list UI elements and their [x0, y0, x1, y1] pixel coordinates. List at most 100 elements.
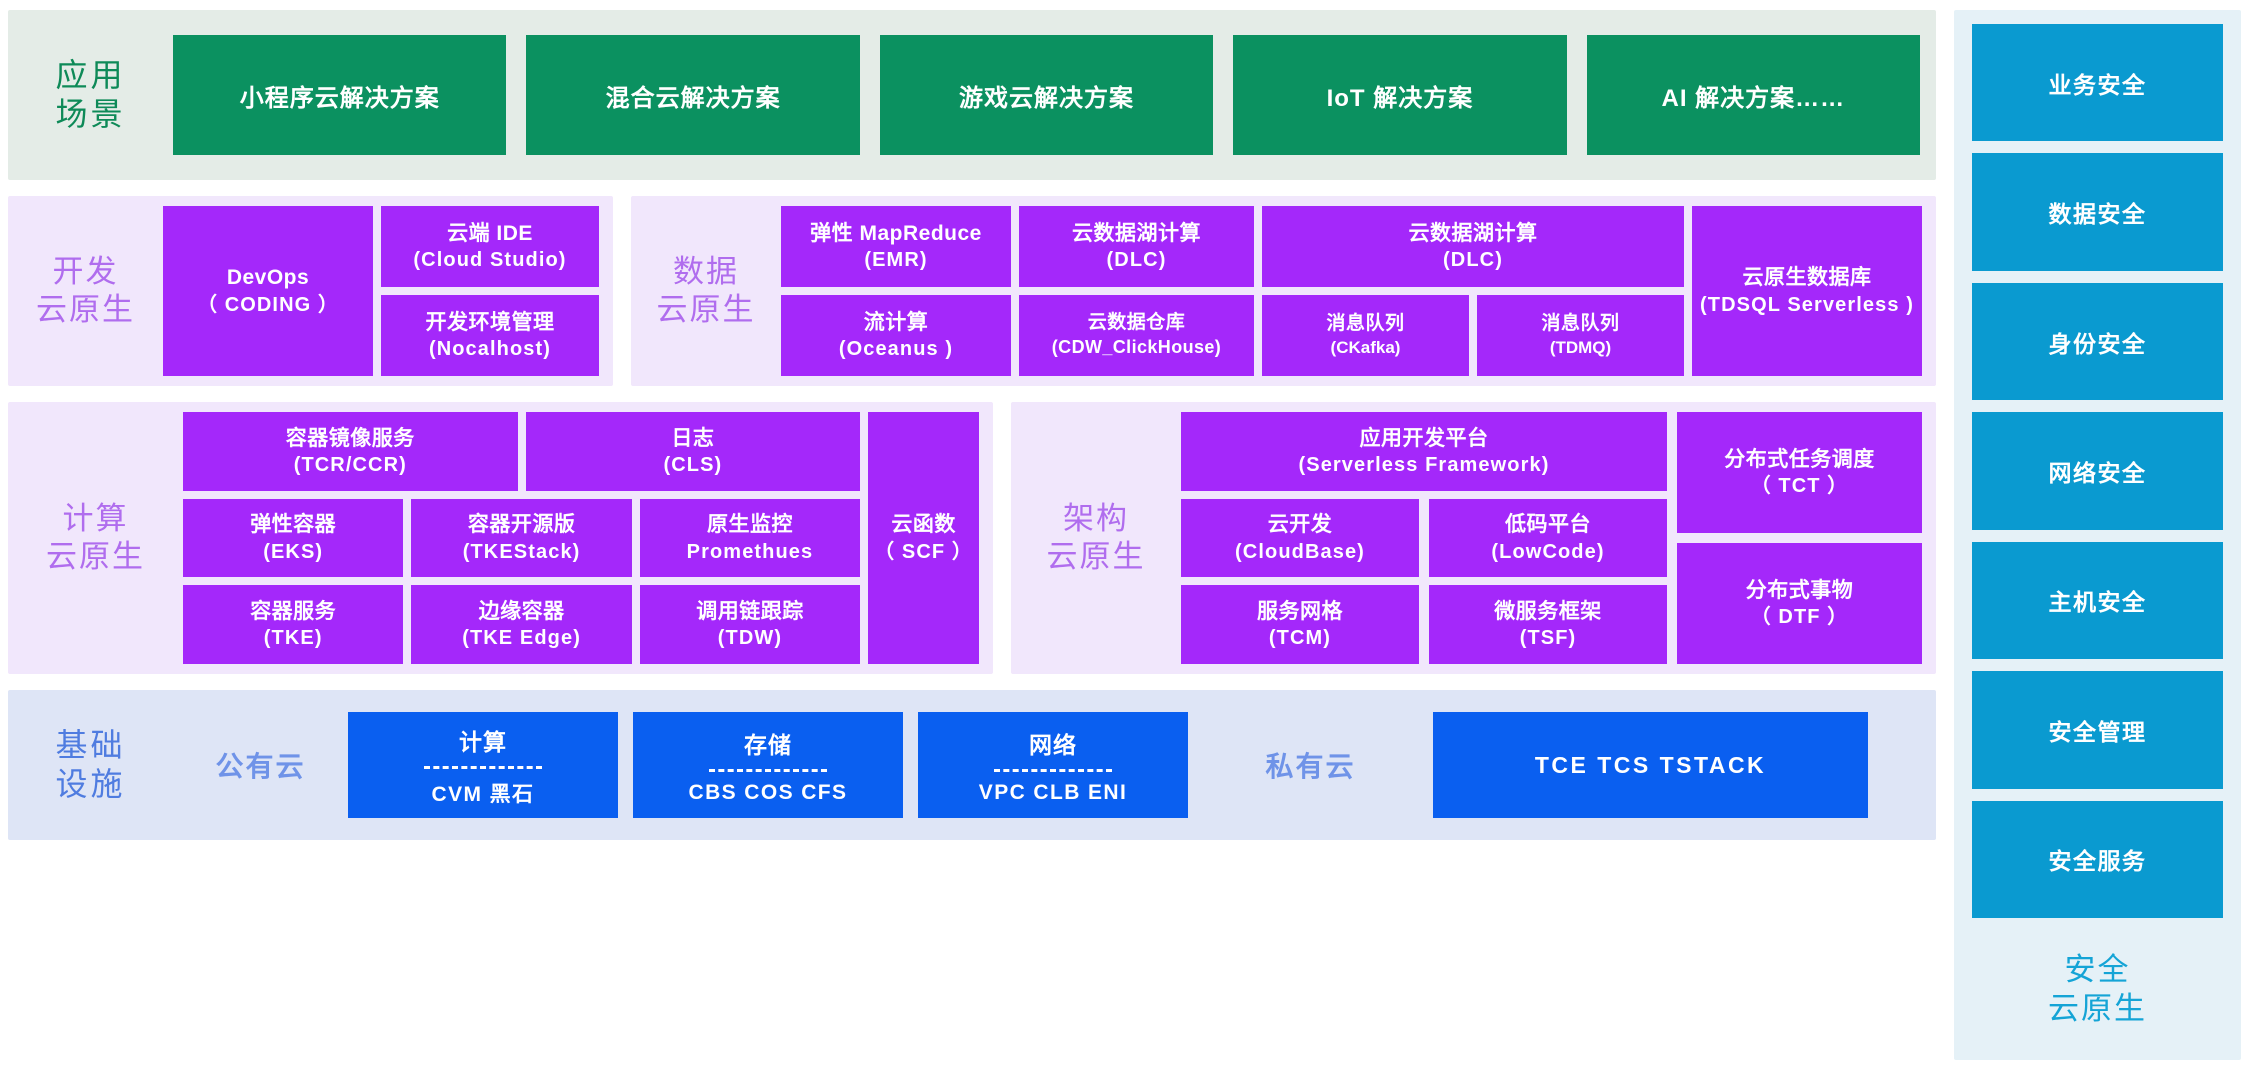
cell-dtf-title: 分布式事物 — [1745, 578, 1854, 602]
app-box-hybrid-cloud[interactable]: 混合云解决方案 — [526, 35, 860, 155]
cell-tdsql-title: 云原生数据库 — [1742, 266, 1872, 290]
cell-nocalhost[interactable]: 开发环境管理 (Nocalhost) — [381, 295, 599, 376]
cell-prometheus-subtitle: Promethues — [686, 540, 814, 563]
cell-devops-title: DevOps — [226, 266, 310, 290]
compute-matrix: 容器镜像服务 (TCR/CCR) 日志 (CLS) 弹性容器 (EK — [183, 412, 861, 665]
row-infrastructure: 基础 设施 公有云 计算 CVM 黑石 存储 CBS COS CFS 网络 — [8, 690, 1936, 840]
cell-tke-title: 容器服务 — [250, 600, 337, 624]
cell-dtf[interactable]: 分布式事物 （ DTF ） — [1677, 543, 1922, 664]
private-cloud-tag: 私有云 — [1265, 751, 1356, 782]
data-cell-grid: 弹性 MapReduce (EMR) 云数据湖计算 (DLC) 云数据湖计算 (… — [781, 206, 1922, 376]
cell-emr[interactable]: 弹性 MapReduce (EMR) — [781, 206, 1011, 287]
app-box-iot[interactable]: IoT 解决方案 — [1233, 35, 1567, 155]
security-item-service[interactable]: 安全服务 — [1972, 800, 2223, 918]
cell-tsf[interactable]: 微服务框架 (TSF) — [1429, 585, 1667, 665]
cell-tsf-subtitle: (TSF) — [1519, 627, 1577, 650]
cell-tcm[interactable]: 服务网格 (TCM) — [1181, 585, 1419, 665]
cell-tct[interactable]: 分布式任务调度 （ TCT ） — [1677, 412, 1922, 533]
row-label-application: 应用 场景 — [8, 18, 173, 172]
cell-dlc-2-subtitle: (DLC) — [1443, 249, 1503, 272]
app-box-game-cloud[interactable]: 游戏云解决方案 — [879, 35, 1214, 155]
dev-label-line2: 云原生 — [36, 292, 135, 327]
cell-lowcode[interactable]: 低码平台 (LowCode) — [1429, 498, 1667, 578]
data-label-line2: 云原生 — [656, 292, 756, 327]
row-application-scenarios: 应用 场景 小程序云解决方案 混合云解决方案 游戏云解决方案 IoT 解决方案 … — [8, 10, 1936, 180]
panel-arch-cloud-native: 架构 云原生 应用开发平台 (Serverless Framework) — [1011, 402, 1936, 674]
cell-tcr-ccr[interactable]: 容器镜像服务 (TCR/CCR) — [183, 412, 518, 491]
security-item-host[interactable]: 主机安全 — [1972, 541, 2223, 660]
security-item-data[interactable]: 数据安全 — [1972, 153, 2223, 271]
cell-cdw-subtitle: (CDW_ClickHouse) — [1051, 337, 1222, 358]
cell-cls-subtitle: (CLS) — [663, 453, 723, 476]
arch-matrix-row-2: 云开发 (CloudBase) 低码平台 (LowCode) — [1181, 498, 1667, 578]
infra-storage-divider — [709, 768, 827, 772]
cell-devops-subtitle: （ CODING ） — [196, 293, 340, 316]
cell-cloud-studio[interactable]: 云端 IDE (Cloud Studio) — [381, 206, 599, 287]
infra-box-compute[interactable]: 计算 CVM 黑石 — [348, 712, 618, 818]
infra-box-network[interactable]: 网络 VPC CLB ENI — [918, 712, 1188, 818]
cell-tct-subtitle: （ TCT ） — [1750, 475, 1849, 498]
cell-cdw-clickhouse[interactable]: 云数据仓库 (CDW_ClickHouse) — [1019, 295, 1254, 376]
cell-tcm-subtitle: (TCM) — [1268, 627, 1332, 650]
compute-label-line2: 云原生 — [46, 539, 145, 574]
security-item-network[interactable]: 网络安全 — [1972, 412, 2223, 530]
cell-tdmq[interactable]: 消息队列 (TDMQ) — [1477, 295, 1684, 376]
security-item-business[interactable]: 业务安全 — [1972, 24, 2223, 142]
cell-prometheus[interactable]: 原生监控 Promethues — [639, 498, 861, 578]
infra-box-storage[interactable]: 存储 CBS COS CFS — [633, 712, 903, 818]
cell-tdsql-subtitle: (TDSQL Serverless ) — [1700, 293, 1914, 316]
data-matrix: 弹性 MapReduce (EMR) 云数据湖计算 (DLC) 云数据湖计算 (… — [781, 206, 1684, 376]
cell-ckafka[interactable]: 消息队列 (CKafka) — [1262, 295, 1469, 376]
infra-storage-items: CBS COS CFS — [688, 780, 848, 804]
cell-dtf-subtitle: （ DTF ） — [1750, 606, 1849, 629]
cell-cls[interactable]: 日志 (CLS) — [525, 412, 861, 491]
cell-oceanus[interactable]: 流计算 (Oceanus ) — [781, 295, 1011, 376]
security-column-footer: 安全 云原生 — [1972, 930, 2223, 1050]
cell-emr-subtitle: (EMR) — [864, 249, 928, 272]
cell-tcr-subtitle: (TCR/CCR) — [293, 453, 407, 476]
cell-dlc-2-title: 云数据湖计算 — [1408, 221, 1538, 245]
panel-label-data: 数据 云原生 — [631, 206, 781, 376]
cell-tke-edge[interactable]: 边缘容器 (TKE Edge) — [411, 585, 632, 665]
infrastructure-body: 公有云 计算 CVM 黑石 存储 CBS COS CFS 网络 VPC CLB … — [173, 698, 1922, 832]
cell-eks-subtitle: (EKS) — [263, 540, 324, 563]
cell-tkestack[interactable]: 容器开源版 (TKEStack) — [411, 498, 632, 578]
row-dev-and-data: 开发 云原生 DevOps （ CODING ） 云端 IDE (Cloud S… — [8, 196, 1936, 386]
cell-cdw-title: 云数据仓库 — [1087, 312, 1186, 334]
security-item-identity[interactable]: 身份安全 — [1972, 282, 2223, 401]
arch-side-stack: 分布式任务调度 （ TCT ） 分布式事物 （ DTF ） — [1677, 412, 1922, 664]
dev-label-line1: 开发 — [52, 254, 119, 290]
infra-network-title: 网络 — [1029, 731, 1077, 758]
infra-label-line2: 设施 — [55, 766, 126, 802]
infra-box-private-stack[interactable]: TCE TCS TSTACK — [1433, 712, 1868, 818]
cell-devops-coding[interactable]: DevOps （ CODING ） — [163, 206, 373, 376]
panel-compute-cloud-native: 计算 云原生 容器镜像服务 (TCR/CCR) 日志 — [8, 402, 993, 674]
cell-tke[interactable]: 容器服务 (TKE) — [183, 585, 404, 665]
cell-dlc-2[interactable]: 云数据湖计算 (DLC) — [1262, 206, 1684, 287]
cell-tdw[interactable]: 调用链跟踪 (TDW) — [639, 585, 861, 665]
cell-dlc-1[interactable]: 云数据湖计算 (DLC) — [1019, 206, 1254, 287]
cell-tkestack-title: 容器开源版 — [467, 513, 576, 537]
compute-matrix-row-3: 容器服务 (TKE) 边缘容器 (TKE Edge) 调用链跟踪 (TDW) — [183, 585, 861, 665]
arch-label-line2: 云原生 — [1046, 539, 1146, 574]
data-label-line1: 数据 — [673, 254, 739, 290]
arch-cell-grid: 应用开发平台 (Serverless Framework) 云开发 (Cloud… — [1181, 412, 1922, 665]
cell-oceanus-title: 流计算 — [863, 310, 929, 334]
cell-serverless-title: 应用开发平台 — [1359, 426, 1489, 450]
security-item-management[interactable]: 安全管理 — [1972, 671, 2223, 789]
cell-tdw-title: 调用链跟踪 — [696, 600, 804, 624]
infra-label-line1: 基础 — [55, 726, 126, 763]
cell-ckafka-title: 消息队列 — [1326, 313, 1405, 335]
cell-cloudbase[interactable]: 云开发 (CloudBase) — [1181, 498, 1419, 578]
cell-tdsql-serverless[interactable]: 云原生数据库 (TDSQL Serverless ) — [1692, 206, 1922, 376]
app-box-ai[interactable]: AI 解决方案…… — [1586, 35, 1921, 155]
app-box-miniprogram[interactable]: 小程序云解决方案 — [173, 35, 507, 155]
cell-eks[interactable]: 弹性容器 (EKS) — [183, 498, 404, 578]
panel-data-cloud-native: 数据 云原生 弹性 MapReduce (EMR) 云数据湖计算 — [631, 196, 1936, 386]
panel-label-arch: 架构 云原生 — [1011, 412, 1181, 664]
cell-scf[interactable]: 云函数 （ SCF ） — [868, 412, 979, 664]
compute-label-line1: 计算 — [62, 501, 129, 537]
cell-serverless-framework[interactable]: 应用开发平台 (Serverless Framework) — [1181, 412, 1667, 491]
cell-lowcode-subtitle: (LowCode) — [1491, 540, 1605, 563]
cell-dlc-1-title: 云数据湖计算 — [1072, 221, 1201, 245]
